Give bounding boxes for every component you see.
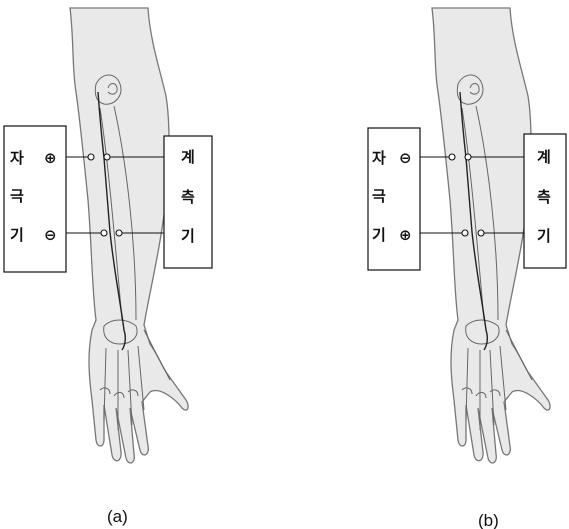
stimulator-char-1: 자 [372,149,386,167]
stimulator-char-1: 자 [10,149,24,167]
recording-electrode-proximal [465,154,471,160]
stimulator-top-polarity: ⊖ [399,149,412,167]
stimulator-char-2: 극 [10,187,24,205]
recording-electrode-distal [116,230,122,236]
stimulator-char-3: 기 [372,226,386,244]
panel-a: 자 ⊕ 극 기 ⊖ 계 측 기 (a) [4,8,212,526]
recorder-char-3: 기 [537,227,551,245]
recorder-char-3: 기 [181,227,195,245]
recording-electrode-distal [478,230,484,236]
recorder-box-b: 계 측 기 [524,134,566,268]
recording-electrode-proximal [104,154,110,160]
panel-caption-a: (a) [107,507,128,526]
stimulator-bottom-polarity: ⊕ [399,226,412,244]
recorder-char-2: 측 [181,188,195,206]
stimulator-box-a: 자 ⊕ 극 기 ⊖ [4,126,66,272]
stimulating-electrode-proximal [449,154,455,160]
panel-caption-b: (b) [478,511,499,529]
stimulator-char-2: 극 [372,187,386,205]
stimulator-char-3: 기 [10,226,24,244]
recorder-char-1: 계 [537,148,551,166]
stimulating-electrode-distal [101,230,107,236]
recorder-box-a: 계 측 기 [164,136,212,268]
panel-b: 자 ⊖ 극 기 ⊕ 계 측 기 (b) [368,8,566,529]
stimulator-top-polarity: ⊕ [44,149,57,167]
stimulating-electrode-proximal [88,154,94,160]
stimulator-bottom-polarity: ⊖ [44,226,57,244]
stimulating-electrode-distal [462,230,468,236]
recorder-char-1: 계 [181,148,195,166]
recorder-char-2: 측 [537,188,551,206]
stimulator-box-b: 자 ⊖ 극 기 ⊕ [368,128,420,270]
